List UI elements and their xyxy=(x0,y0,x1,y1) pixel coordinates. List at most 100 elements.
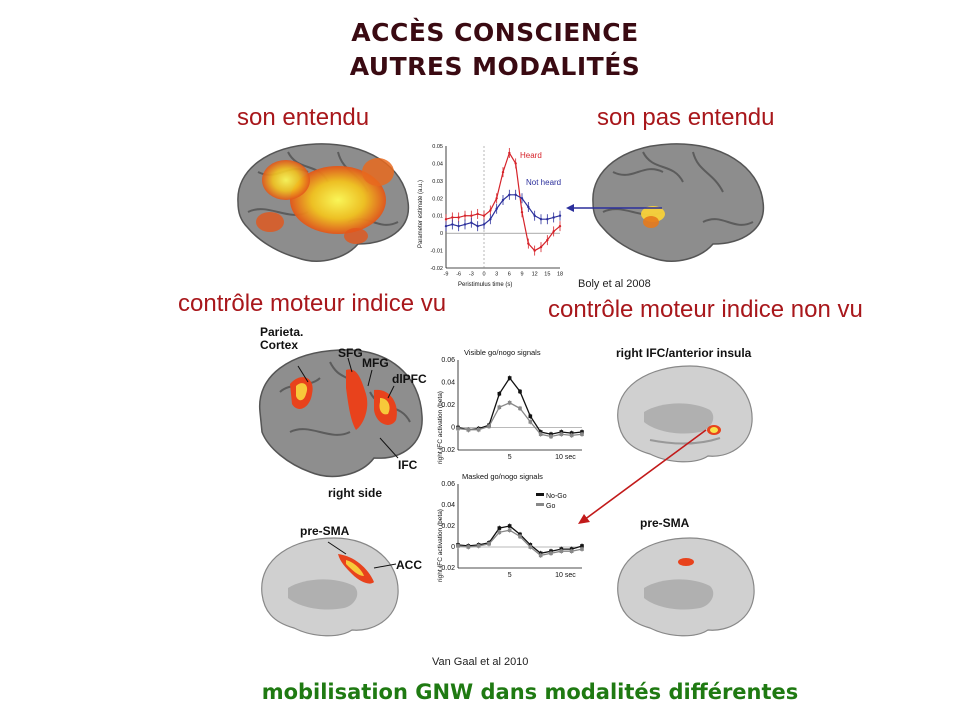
chart-top-series-1-point xyxy=(489,218,492,221)
chart-top-xtick-label: 3 xyxy=(495,272,498,278)
label-pre-sma-right: pre-SMA xyxy=(640,516,690,530)
chart-top-series-1-point xyxy=(470,221,473,224)
chart-top-series-0-point xyxy=(476,212,479,216)
caption-motor-unseen: contrôle moteur indice non vu xyxy=(548,296,863,323)
chart-top-xtick-label: -9 xyxy=(444,272,449,278)
chart-top-ylabel: Parameter estimate (a.u.) xyxy=(418,180,424,248)
label-mfg: MFG xyxy=(362,356,389,370)
chart-bot-series-1-point xyxy=(497,530,502,535)
brain-motor-seen-medial-image xyxy=(261,537,399,637)
chart-top-xtick-label: -6 xyxy=(456,272,461,278)
chart-top-series-0-point xyxy=(552,230,555,233)
chart-top-ytick-label: 0.02 xyxy=(432,196,443,202)
chart-top-series-1-point xyxy=(444,224,448,228)
chart-mid-title: Visible go/nogo signals xyxy=(464,348,541,357)
chart-mid-series-1-point xyxy=(487,424,491,429)
chart-mid-series-1-point xyxy=(538,432,543,437)
chart-top-ytick-label: -0.01 xyxy=(430,249,443,255)
label-ifc: IFC xyxy=(398,458,418,472)
label-parietal-cortex: Parieta. Cortex xyxy=(260,325,304,352)
chart-top-series-1-point xyxy=(552,216,555,219)
chart-top-xtick-label: 15 xyxy=(544,272,550,278)
label-right-ifc: right IFC/anterior insula xyxy=(616,346,752,360)
caption-heard: son entendu xyxy=(237,104,370,131)
chart-bot-series-1-point xyxy=(466,545,471,549)
chart-top-series-0-point xyxy=(482,214,486,217)
chart-bot-series-0-line xyxy=(457,525,583,554)
chart-mid-series-1-point xyxy=(507,400,512,405)
chart-top-series-1-point xyxy=(457,224,460,228)
chart-bot-series-1-point xyxy=(580,547,584,551)
chart-top-series-0-point xyxy=(520,211,524,214)
chart-top-series-0-point xyxy=(539,245,543,249)
brain-motor-seen-lateral-image xyxy=(259,349,423,478)
chart-masked-go-nogo: Masked go/nogo signals right IFC activat… xyxy=(437,472,584,582)
chart-bot-series-1-point xyxy=(559,549,564,553)
chart-bot-series-0-point xyxy=(580,544,584,548)
chart-mid-ytick-label: 0.06 xyxy=(441,357,455,364)
chart-bot-series-1-point xyxy=(456,544,460,548)
chart-top-series-0-point xyxy=(470,214,473,217)
chart-mid-series-1-point xyxy=(466,427,471,432)
chart-top-series-1-point xyxy=(476,224,479,228)
chart-top-series-1-point xyxy=(508,193,511,196)
arrow-red xyxy=(578,429,707,524)
chart-bot-ytick-label: 0.06 xyxy=(441,481,455,488)
chart-bot-ytick-label: 0.04 xyxy=(441,502,455,509)
citation-boly: Boly et al 2008 xyxy=(578,278,651,290)
chart-mid-series-1-point xyxy=(518,406,522,411)
label-right-side: right side xyxy=(328,486,383,500)
chart-heard-not-heard: Parameter estimate (a.u.) Peristimulus t… xyxy=(418,144,563,288)
brain-heard-image xyxy=(237,143,410,262)
label-dlpfc: dlPFC xyxy=(392,372,427,386)
chart-top-series-0-point xyxy=(501,170,505,174)
chart-top-series-0-point xyxy=(489,209,492,212)
chart-top-series-1-point xyxy=(451,223,454,226)
label-pre-sma-left: pre-SMA xyxy=(300,524,350,538)
chart-bot-series-1-point xyxy=(518,534,522,539)
chart-bot-xtick-label: 10 sec xyxy=(555,572,576,579)
chart-mid-series-0-point xyxy=(497,391,502,396)
chart-top-ytick-label: 0.01 xyxy=(432,214,443,220)
chart-mid-xtick-label: 5 xyxy=(508,454,512,461)
chart-top-series-1-point xyxy=(501,198,505,202)
chart-top-xlabel: Peristimulus time (s) xyxy=(458,282,512,288)
chart-top-series-1-point xyxy=(514,193,517,196)
chart-top-ytick-label: 0 xyxy=(440,231,443,237)
chart-top-series-1-point xyxy=(533,214,536,217)
chart-mid-series-1-point xyxy=(580,432,584,437)
chart-top-ytick-label: 0.03 xyxy=(432,179,443,185)
chart-top-series-1-point xyxy=(546,218,549,221)
chart-bot-title: Masked go/nogo signals xyxy=(462,472,543,481)
chart-bot-series-1-point xyxy=(538,553,543,558)
chart-top-xtick-label: 9 xyxy=(520,272,523,278)
chart-mid-series-0-point xyxy=(507,376,512,380)
chart-mid-xtick-label: 10 sec xyxy=(555,454,576,461)
chart-top-series-0-point xyxy=(514,162,517,165)
chart-top-ytick-label: -0.02 xyxy=(430,266,443,272)
chart-mid-ytick-label: 0.04 xyxy=(441,380,455,387)
arrow-blue xyxy=(566,204,662,212)
chart-top-xtick-label: 12 xyxy=(532,272,538,278)
chart-mid-ylabel: right IFC activation (beta) xyxy=(437,391,444,464)
chart-top-series-0-point xyxy=(495,197,498,200)
chart-bot-legend-go: Go xyxy=(546,503,555,510)
chart-top-series-1-point xyxy=(558,214,562,217)
chart-mid-series-0-point xyxy=(518,389,522,394)
chart-top-xtick-label: 18 xyxy=(557,272,563,278)
chart-bot-legend-nogo-swatch xyxy=(536,493,544,496)
brain-label-arrows xyxy=(297,357,399,459)
chart-mid-series-1-point xyxy=(476,427,481,432)
chart-top-xtick-label: 0 xyxy=(482,272,485,278)
chart-top-ytick-label: 0.04 xyxy=(432,161,443,167)
chart-top-series-0-point xyxy=(444,218,448,221)
brain-motor-unseen-medial-image xyxy=(617,365,753,463)
chart-bot-ytick-label: 0.02 xyxy=(441,523,455,530)
chart-top-xtick-label: 6 xyxy=(508,272,511,278)
slide-title-line1: ACCÈS CONSCIENCE xyxy=(351,18,639,47)
chart-top-series-1-point xyxy=(539,218,543,221)
chart-bot-ylabel: right IFC activation (beta) xyxy=(437,509,444,582)
chart-top-series-0-point xyxy=(533,249,536,252)
